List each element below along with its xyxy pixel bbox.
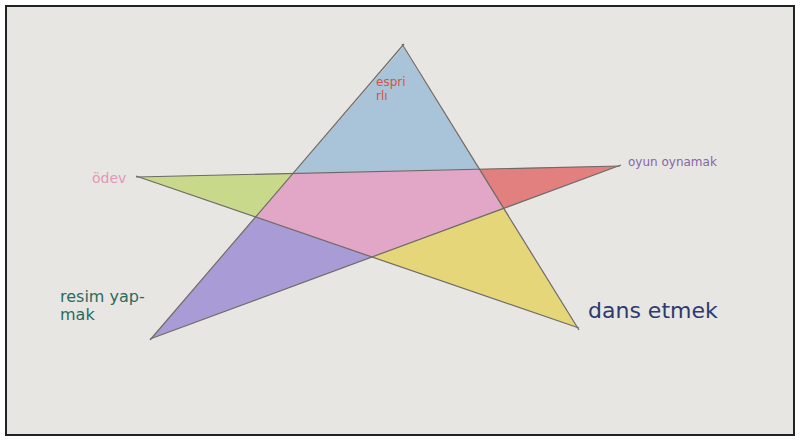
left-triangle bbox=[138, 173, 294, 217]
star-point-label: ödev bbox=[92, 170, 126, 186]
bottom-left-triangle bbox=[152, 217, 372, 338]
star-point-label: resim yap- mak bbox=[60, 288, 148, 325]
star-point-label: espri rlı bbox=[376, 76, 420, 104]
pencil-lines bbox=[136, 44, 621, 340]
star-line bbox=[150, 165, 621, 339]
star-point-label: dans etmek bbox=[588, 298, 718, 323]
star-line bbox=[136, 176, 579, 328]
paper-ground bbox=[6, 6, 794, 435]
star-line bbox=[402, 44, 579, 330]
star-point-label: oyun oynamak bbox=[628, 156, 717, 170]
top-triangle bbox=[294, 47, 479, 173]
star-line bbox=[150, 44, 404, 340]
star-line bbox=[136, 166, 620, 177]
